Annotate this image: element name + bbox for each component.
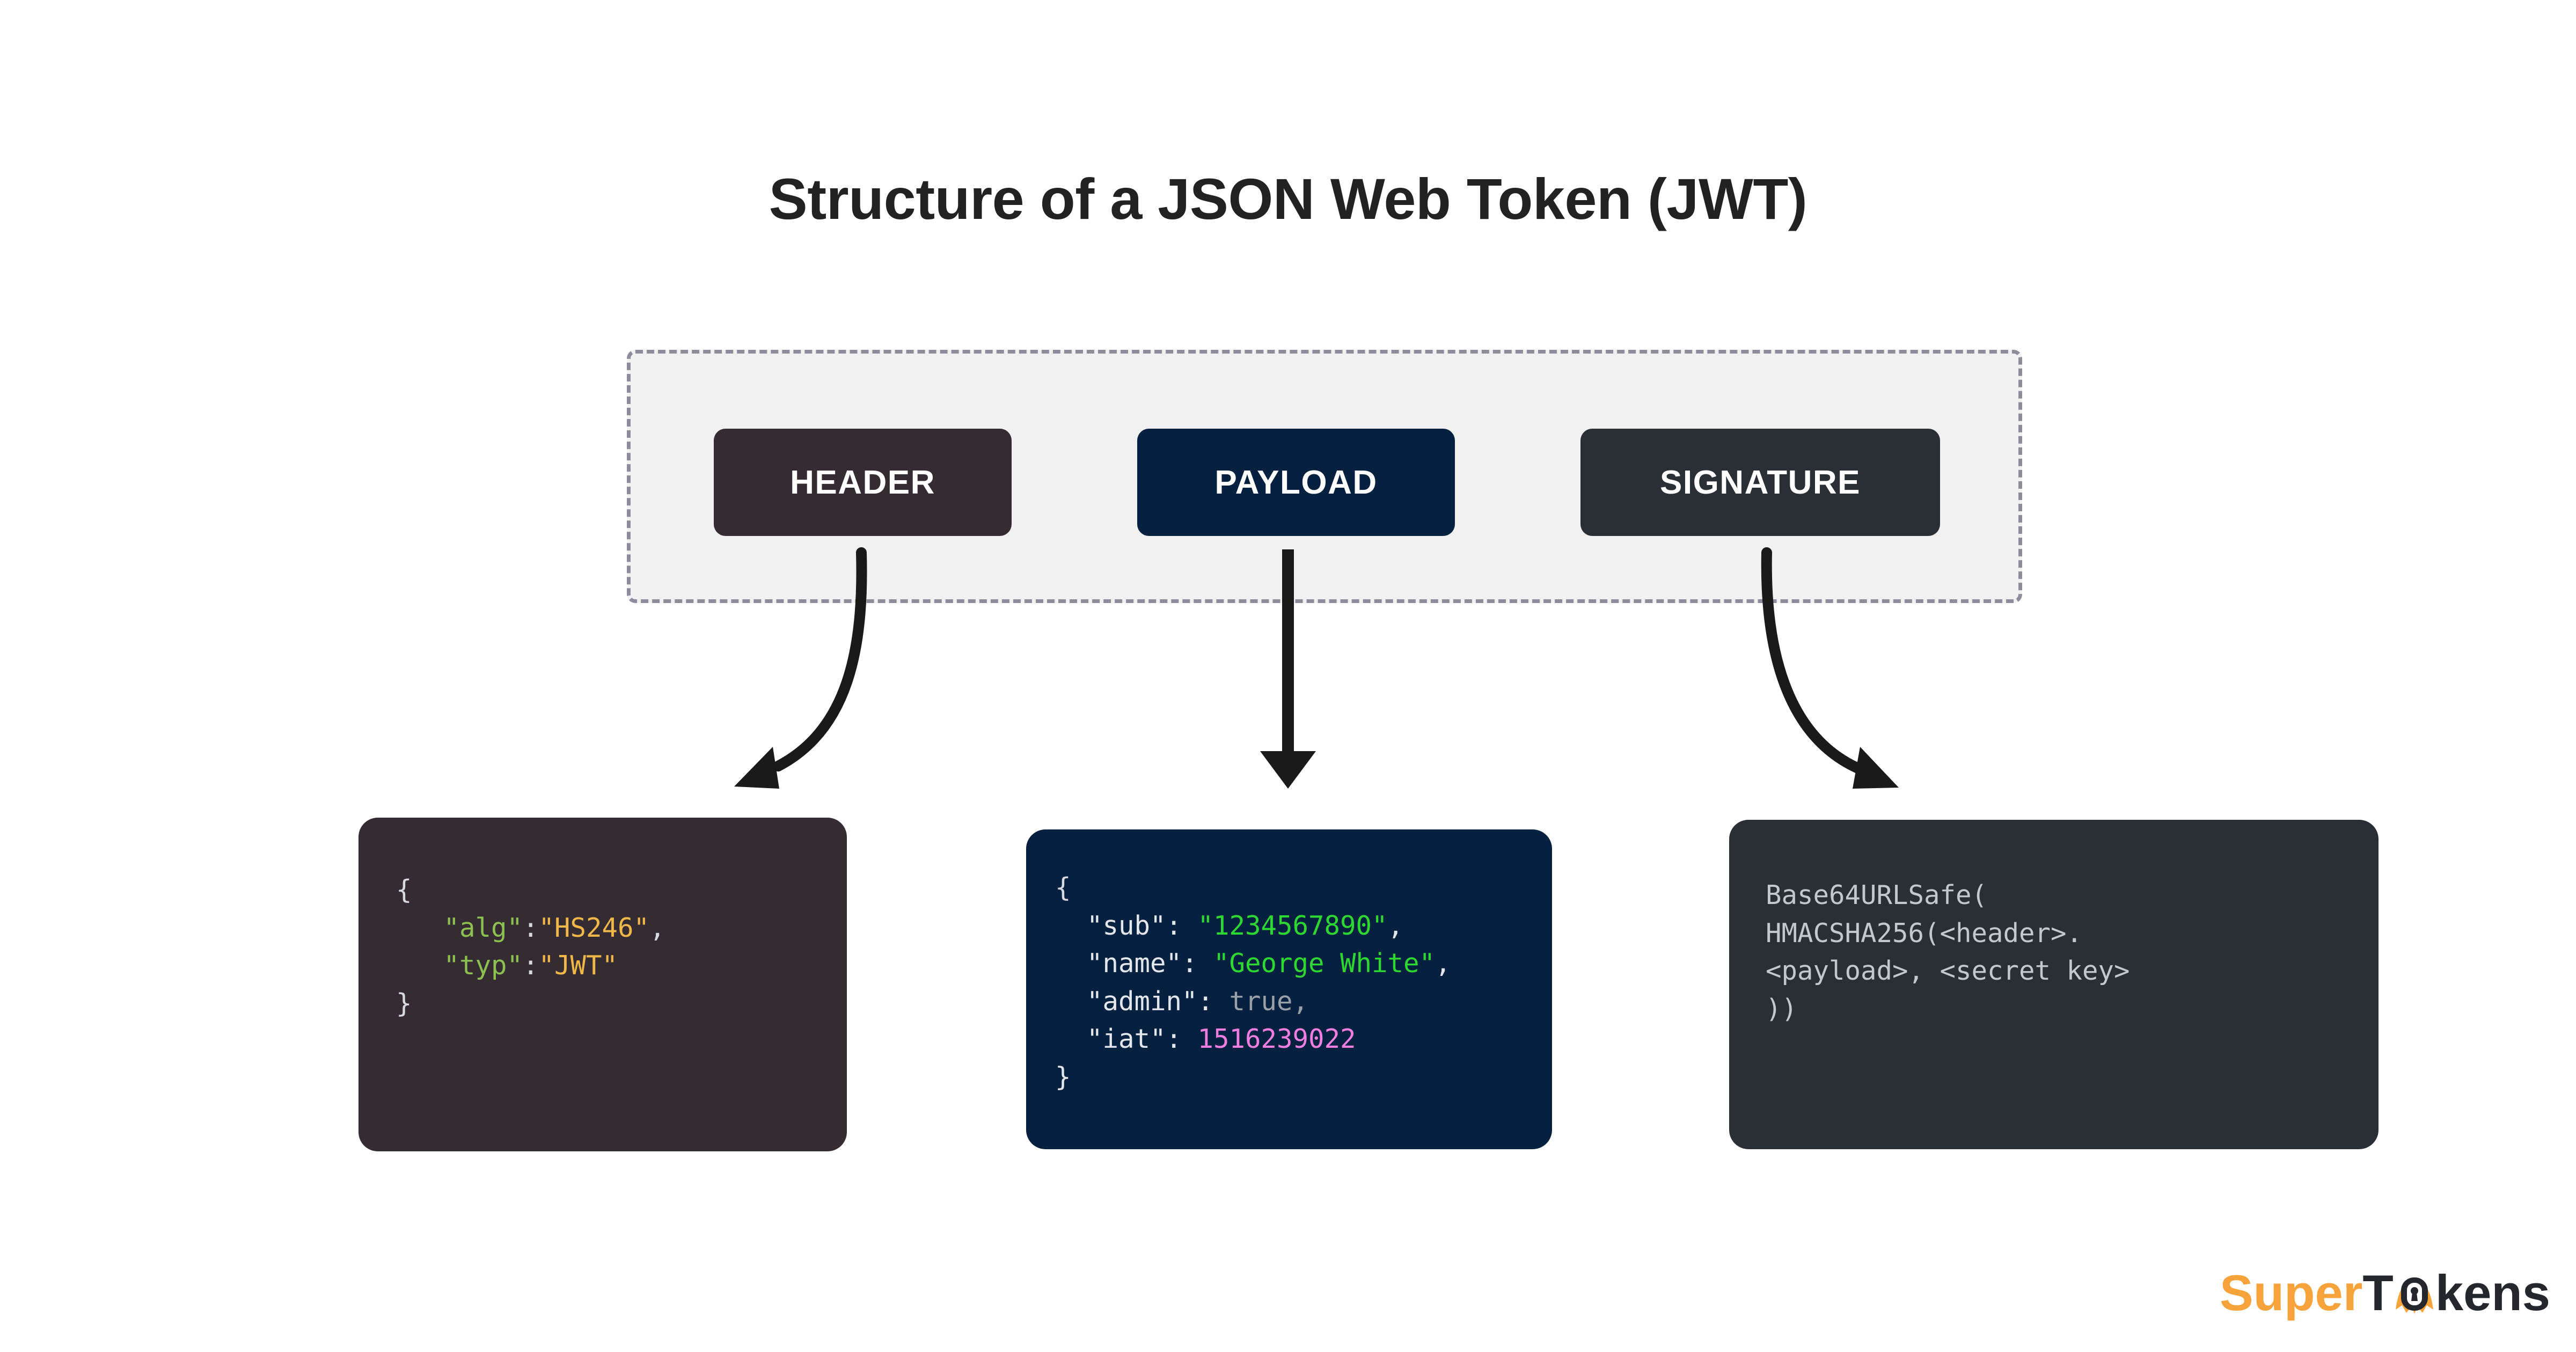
code-line: } <box>396 985 847 1023</box>
code-token: : <box>523 912 539 943</box>
code-token: 1516239022 <box>1197 1024 1356 1055</box>
signature-code-card: Base64URLSafe( HMACSHA256(<header>. <paylo… <box>1729 820 2379 1149</box>
jwt-part-payload[interactable]: PAYLOAD <box>1137 429 1455 536</box>
payload-code-card: { "sub": "1234567890", "name": "George W… <box>1026 829 1552 1149</box>
code-line: { <box>1055 869 1552 907</box>
code-token <box>1055 986 1087 1017</box>
code-line: "name": "George White", <box>1055 945 1552 983</box>
code-token: "HS246" <box>538 912 650 943</box>
code-token: "name" <box>1087 948 1182 979</box>
code-token: "George White" <box>1213 948 1436 979</box>
code-token: { <box>1055 872 1071 903</box>
code-line: Base64URLSafe( <box>1766 877 2379 915</box>
code-token: )) <box>1766 993 1798 1024</box>
code-token <box>1055 948 1087 979</box>
code-token <box>1055 910 1087 941</box>
logo-text-t: T <box>2362 1265 2394 1321</box>
code-line: "alg":"HS246", <box>396 909 847 947</box>
jwt-part-signature[interactable]: SIGNATURE <box>1580 429 1940 536</box>
code-token: <payload>, <secret key> <box>1766 956 2130 987</box>
code-token: "admin" <box>1087 986 1198 1017</box>
code-token: "typ" <box>443 950 523 981</box>
code-token <box>396 913 444 943</box>
code-token: : <box>1166 1024 1198 1055</box>
code-token <box>396 950 444 981</box>
code-line: <payload>, <secret key> <box>1766 952 2379 990</box>
code-token: } <box>1055 1061 1071 1092</box>
logo-text-kens: kens <box>2435 1265 2551 1321</box>
header-code-card: { "alg":"HS246", "typ":"JWT"} <box>358 818 847 1151</box>
code-token: HMACSHA256(<header>. <box>1766 917 2083 949</box>
jwt-part-payload-label: PAYLOAD <box>1214 464 1378 501</box>
code-token <box>1055 1024 1087 1054</box>
logo-text-super: Super <box>2220 1265 2363 1321</box>
code-token: "alg" <box>443 912 523 943</box>
code-token: "1234567890" <box>1197 910 1388 941</box>
code-line: "iat": 1516239022 <box>1055 1020 1552 1059</box>
code-line: { <box>396 871 847 909</box>
code-token: : <box>1182 948 1214 979</box>
code-token: { <box>396 875 412 905</box>
code-token: "sub" <box>1087 910 1166 941</box>
code-token: : <box>523 950 539 981</box>
code-line: "sub": "1234567890", <box>1055 907 1552 945</box>
code-token: , <box>1435 948 1451 979</box>
code-line: "admin": true, <box>1055 983 1552 1021</box>
code-line: "typ":"JWT" <box>396 947 847 985</box>
code-token: "iat" <box>1087 1024 1166 1055</box>
code-token: } <box>396 988 412 1019</box>
code-token: , <box>1292 986 1309 1017</box>
keyhole-cape-icon <box>2394 1263 2435 1322</box>
code-token: Base64URLSafe( <box>1766 880 1988 910</box>
code-token: , <box>1387 910 1404 941</box>
page-title: Structure of a JSON Web Token (JWT) <box>769 166 1807 231</box>
code-line: } <box>1055 1059 1552 1097</box>
jwt-part-header[interactable]: HEADER <box>714 429 1012 536</box>
jwt-part-header-label: HEADER <box>790 464 935 501</box>
code-token: , <box>649 912 665 943</box>
code-token: : <box>1166 910 1198 941</box>
code-token: true <box>1229 986 1293 1017</box>
code-token: "JWT" <box>538 950 618 981</box>
jwt-parts-container: HEADER PAYLOAD SIGNATURE <box>627 350 2022 603</box>
jwt-part-signature-label: SIGNATURE <box>1659 464 1861 501</box>
code-line: )) <box>1766 990 2379 1028</box>
code-line: HMACSHA256(<header>. <box>1766 915 2379 953</box>
code-token: : <box>1197 986 1230 1017</box>
